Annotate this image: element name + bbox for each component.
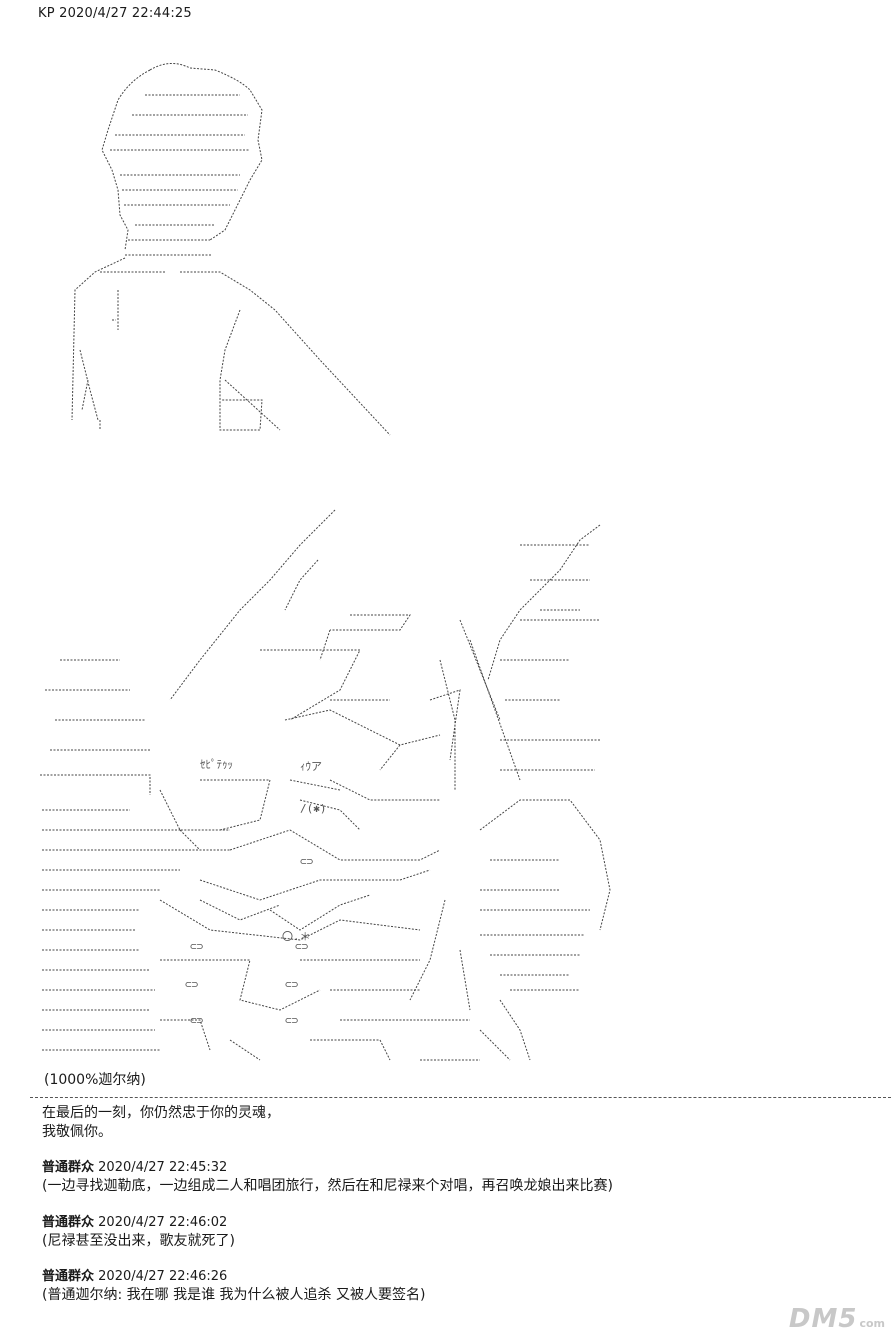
svg-text:ｨｳア: ｨｳア [300, 760, 322, 773]
svg-text:⊂⊃: ⊂⊃ [190, 1014, 204, 1027]
figure-explosion-scene [40, 509, 611, 1061]
svg-text:/(✱): /(✱) [300, 802, 327, 815]
svg-text:⊂⊃: ⊂⊃ [300, 855, 314, 868]
svg-text:⊂⊃: ⊂⊃ [285, 978, 299, 991]
comment-text: (普通迦尔纳: 我在哪 我是谁 我为什么被人追杀 又被人要签名) [42, 1287, 426, 1303]
comment-text: (一边寻找迦勒底，一边组成二人和唱团旅行，然后在和尼禄来个对唱，再召唤龙娘出来比… [42, 1178, 613, 1194]
svg-text:⊂⊃: ⊂⊃ [190, 940, 204, 953]
comment-author: 普通群众 [42, 1215, 95, 1230]
post-line: 我敬佩你。 [42, 1124, 112, 1140]
post-main: 在最后的一刻，你仍然忠于你的灵魂， 我敬佩你。 [42, 1104, 280, 1142]
svg-text:⊂⊃: ⊂⊃ [295, 940, 309, 953]
comment-text: (尼禄甚至没出来，歌友就死了) [42, 1233, 235, 1249]
comment-author: 普通群众 [42, 1160, 95, 1175]
svg-text:⊂⊃: ⊂⊃ [285, 1014, 299, 1027]
svg-text:ｾﾋﾟﾃｩｯ: ｾﾋﾟﾃｩｯ [200, 758, 233, 771]
comment: 普通群众 2020/4/27 22:45:32 (一边寻找迦勒底，一边组成二人和… [42, 1158, 613, 1196]
comment-meta: 普通群众 2020/4/27 22:46:26 [42, 1267, 425, 1286]
comment-time: 2020/4/27 22:45:32 [98, 1160, 228, 1175]
svg-text:〇.＊: 〇.＊ [282, 930, 311, 943]
divider [30, 1097, 891, 1098]
comment: 普通群众 2020/4/27 22:46:26 (普通迦尔纳: 我在哪 我是谁 … [42, 1267, 425, 1305]
post-line: 在最后的一刻，你仍然忠于你的灵魂， [42, 1105, 280, 1121]
comment-time: 2020/4/27 22:46:02 [98, 1215, 228, 1230]
comment-meta: 普通群众 2020/4/27 22:45:32 [42, 1158, 613, 1177]
comment: 普通群众 2020/4/27 22:46:02 (尼禄甚至没出来，歌友就死了) [42, 1213, 235, 1251]
art-caption: (1000%迦尔纳) [44, 1072, 146, 1088]
ascii-art-illustration: ⊂⊃ ⊂⊃ ⊂⊃ ⊂⊃ ⊂⊃ ⊂⊃ ⊂⊃ ｾﾋﾟﾃｩｯ ｨｳア /(✱) 〇.＊ [40, 63, 611, 1061]
svg-text:⊂⊃: ⊂⊃ [185, 978, 199, 991]
comment-meta: 普通群众 2020/4/27 22:46:02 [42, 1213, 235, 1232]
comment-time: 2020/4/27 22:46:26 [98, 1269, 228, 1284]
comment-author: 普通群众 [42, 1269, 95, 1284]
figure-back-view [71, 63, 391, 436]
post-header: KP 2020/4/27 22:44:25 [38, 6, 192, 21]
